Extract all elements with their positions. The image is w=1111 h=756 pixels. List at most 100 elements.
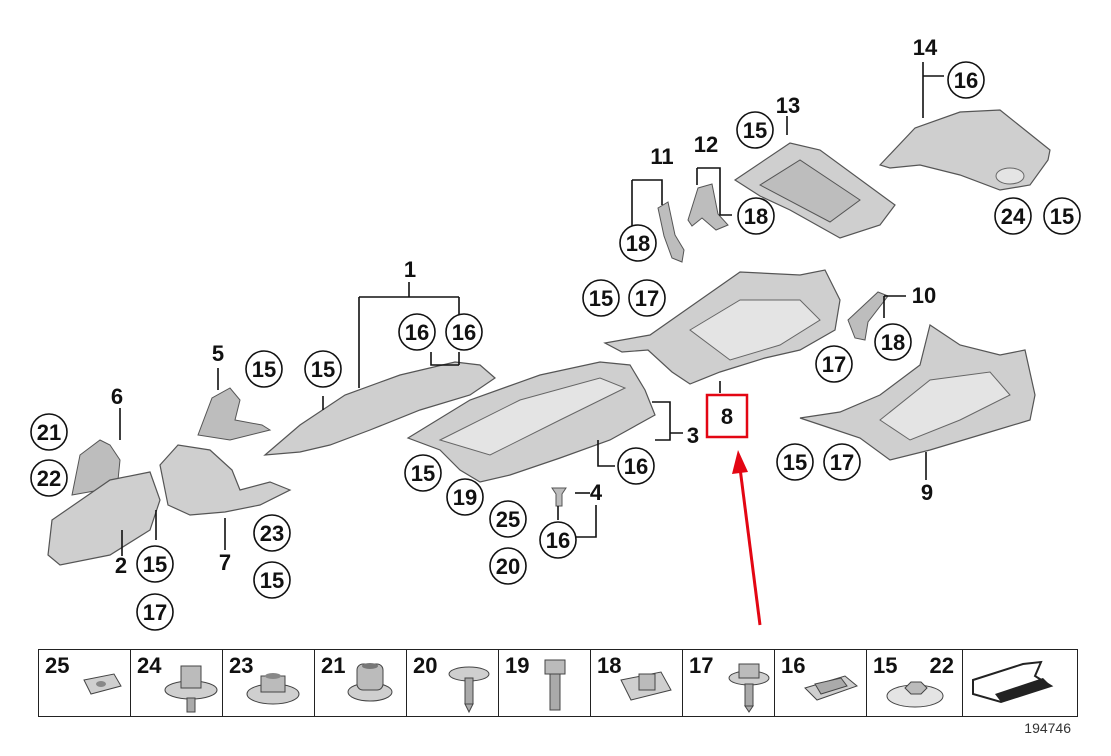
callout-16-part-4[interactable]: 16 xyxy=(539,521,577,559)
callout-18-part-11[interactable]: 18 xyxy=(619,224,657,262)
callout-22-part-6[interactable]: 22 xyxy=(30,459,68,497)
callout-16-part-1-right[interactable]: 16 xyxy=(445,313,483,351)
svg-text:16: 16 xyxy=(954,68,978,93)
legend-cell-20[interactable]: 20 xyxy=(407,650,499,716)
svg-text:19: 19 xyxy=(453,485,477,510)
leader-lines xyxy=(119,62,944,556)
callout-15-part-3[interactable]: 15 xyxy=(404,454,442,492)
svg-text:16: 16 xyxy=(624,454,648,479)
callout-16-part-14[interactable]: 16 xyxy=(947,61,985,99)
callout-18-part-10[interactable]: 18 xyxy=(874,323,912,361)
label-part-13: 13 xyxy=(776,93,800,118)
callout-18-part-12[interactable]: 18 xyxy=(737,197,775,235)
svg-text:20: 20 xyxy=(496,554,520,579)
legend-cell-arrow[interactable] xyxy=(963,650,1077,716)
label-part-12: 12 xyxy=(694,132,718,157)
svg-text:17: 17 xyxy=(830,450,854,475)
speed-nut-icon xyxy=(83,673,122,695)
highlight-box-part-8[interactable] xyxy=(705,393,749,439)
svg-text:15: 15 xyxy=(783,450,807,475)
label-part-5: 5 xyxy=(212,341,224,366)
callout-17-part-8[interactable]: 17 xyxy=(628,279,666,317)
spring-clip-icon xyxy=(804,675,858,701)
svg-text:15: 15 xyxy=(143,552,167,577)
label-part-10: 10 xyxy=(912,283,936,308)
callout-17-part-10[interactable]: 17 xyxy=(815,345,853,383)
hex-bolt-icon xyxy=(544,659,566,711)
part-5-bracket xyxy=(197,387,272,441)
callout-15-part-14[interactable]: 15 xyxy=(1043,197,1081,235)
svg-text:15: 15 xyxy=(311,357,335,382)
clip-nut-icon xyxy=(620,671,672,701)
callout-15-part-9[interactable]: 15 xyxy=(776,443,814,481)
part-8-groove xyxy=(689,299,821,361)
screw-washer-icon xyxy=(448,666,490,714)
callout-15-part-2[interactable]: 15 xyxy=(136,545,174,583)
callout-21-part-6[interactable]: 21 xyxy=(30,413,68,451)
svg-text:16: 16 xyxy=(452,320,476,345)
label-part-6: 6 xyxy=(111,384,123,409)
catalog-number: 194746 xyxy=(1024,720,1071,736)
callout-15-part-8[interactable]: 15 xyxy=(582,279,620,317)
legend-cell-19[interactable]: 19 xyxy=(499,650,591,716)
part-14-dome xyxy=(995,167,1025,185)
legend-cell-16[interactable]: 16 xyxy=(775,650,867,716)
svg-text:22: 22 xyxy=(37,466,61,491)
svg-text:15: 15 xyxy=(743,118,767,143)
callout-15-part-1[interactable]: 15 xyxy=(304,350,342,388)
svg-text:21: 21 xyxy=(37,420,61,445)
callout-17-part-2[interactable]: 17 xyxy=(136,593,174,631)
svg-text:16: 16 xyxy=(546,528,570,553)
callout-15-part-5[interactable]: 15 xyxy=(245,350,283,388)
svg-text:15: 15 xyxy=(260,568,284,593)
svg-text:15: 15 xyxy=(252,357,276,382)
callout-15-part-13[interactable]: 15 xyxy=(736,111,774,149)
fastener-legend: 25 24 23 21 20 19 18 17 16 15 22 xyxy=(38,649,1078,717)
arrow-icon xyxy=(972,660,1054,704)
callout-16-part-1-left[interactable]: 16 xyxy=(398,313,436,351)
svg-text:15: 15 xyxy=(1050,204,1074,229)
svg-text:18: 18 xyxy=(626,231,650,256)
callout-19-part-3[interactable]: 19 xyxy=(446,478,484,516)
legend-cell-18[interactable]: 18 xyxy=(591,650,683,716)
callout-24-part-14[interactable]: 24 xyxy=(994,197,1032,235)
legend-cell-23[interactable]: 23 xyxy=(223,650,315,716)
label-part-8[interactable]: 8 xyxy=(721,404,733,429)
callout-20-part-3[interactable]: 20 xyxy=(489,547,527,585)
collar-nut-icon xyxy=(246,673,300,705)
legend-cell-24[interactable]: 24 xyxy=(131,650,223,716)
legend-cell-25[interactable]: 25 xyxy=(39,650,131,716)
part-11-bracket xyxy=(657,201,685,263)
callout-23-part-7[interactable]: 23 xyxy=(253,514,291,552)
legend-cell-21[interactable]: 21 xyxy=(315,650,407,716)
label-part-1: 1 xyxy=(404,257,416,282)
svg-text:15: 15 xyxy=(411,461,435,486)
callout-16-part-3[interactable]: 16 xyxy=(617,447,655,485)
red-arrow-head-icon xyxy=(732,450,748,474)
legend-cell-17[interactable]: 17 xyxy=(683,650,775,716)
part-7-shield xyxy=(159,444,292,516)
expanding-nut-icon xyxy=(347,663,393,702)
part-9-groove xyxy=(879,371,1011,441)
hex-nut-washer-icon xyxy=(886,681,944,708)
label-part-14: 14 xyxy=(913,35,938,60)
collar-bolt-icon xyxy=(164,665,218,713)
label-part-7: 7 xyxy=(219,550,231,575)
callout-15-part-7[interactable]: 15 xyxy=(253,561,291,599)
part-14-shield xyxy=(878,109,1051,191)
callout-25-part-3[interactable]: 25 xyxy=(489,500,527,538)
label-part-11: 11 xyxy=(650,144,673,169)
svg-text:18: 18 xyxy=(744,204,768,229)
svg-text:15: 15 xyxy=(589,286,613,311)
label-part-4: 4 xyxy=(590,480,603,505)
svg-text:16: 16 xyxy=(405,320,429,345)
svg-text:17: 17 xyxy=(143,600,167,625)
red-arrow-line xyxy=(738,467,762,626)
svg-text:23: 23 xyxy=(260,521,284,546)
callout-17-part-9[interactable]: 17 xyxy=(823,443,861,481)
svg-text:17: 17 xyxy=(822,352,846,377)
legend-cell-15-22[interactable]: 15 22 xyxy=(867,650,963,716)
part-2-shield xyxy=(47,471,161,566)
part-4-screw xyxy=(551,487,567,507)
label-part-9: 9 xyxy=(921,480,933,505)
